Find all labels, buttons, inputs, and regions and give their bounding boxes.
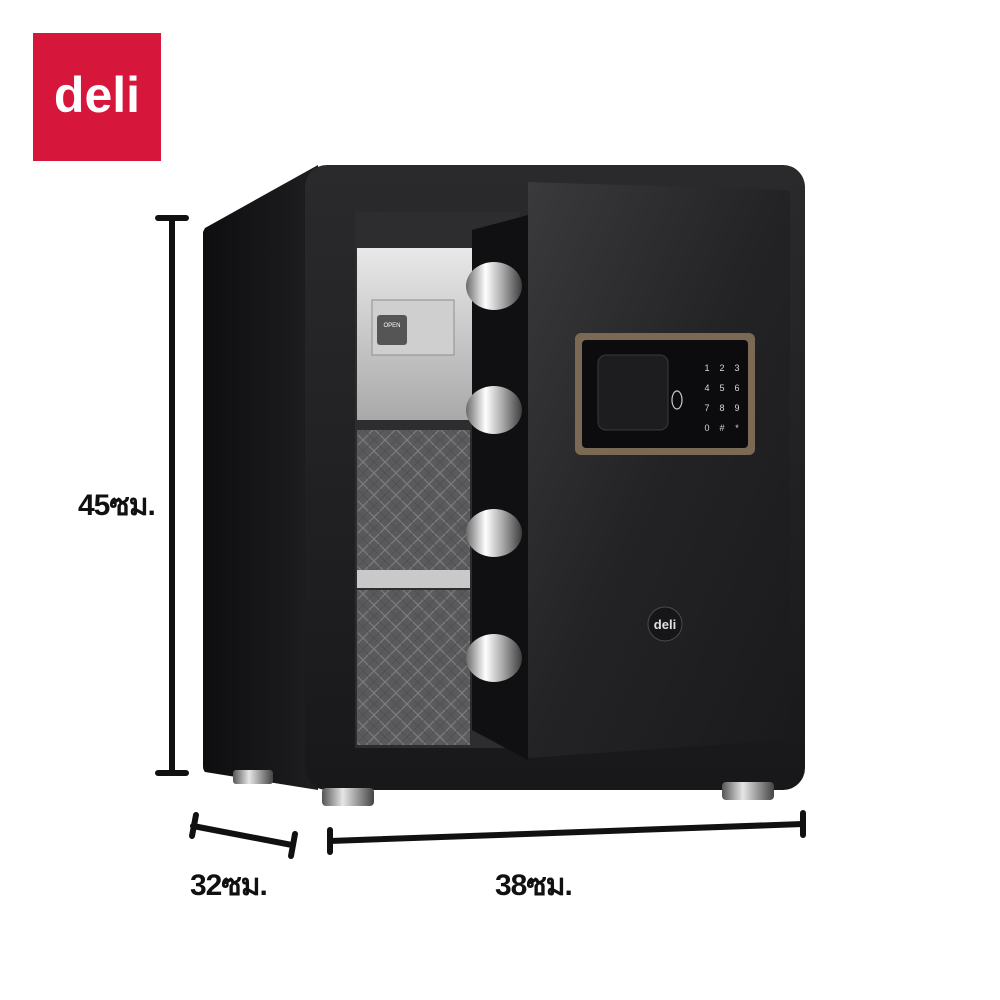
safe-side-panel (203, 165, 318, 790)
door-edge (472, 215, 528, 760)
width-dimension-line (327, 810, 806, 855)
safe-foot (233, 770, 273, 784)
keypad-key[interactable]: 9 (734, 403, 739, 413)
keypad-key[interactable]: 3 (734, 363, 739, 373)
quilted-lining-lower (357, 590, 470, 745)
keypad-panel[interactable] (575, 333, 755, 455)
keypad-key[interactable]: 6 (734, 383, 739, 393)
safe-foot (722, 782, 774, 800)
height-dimension-line (155, 215, 189, 776)
keypad-key[interactable]: 0 (704, 423, 709, 433)
safe-foot (322, 788, 374, 806)
svg-text:deli: deli (54, 67, 140, 123)
fingerprint-reader[interactable] (597, 354, 669, 431)
safe-door[interactable] (528, 182, 790, 758)
depth-dimension-line (189, 812, 298, 859)
keypad-key[interactable]: 1 (704, 363, 709, 373)
door-brand-badge: deli (647, 606, 683, 642)
drawer-lock (377, 315, 407, 345)
keypad-key[interactable]: 2 (719, 363, 724, 373)
height-dimension-label: 45ซม. (78, 489, 156, 522)
keypad-key[interactable]: 7 (704, 403, 709, 413)
keypad-keys[interactable]: 1 2 3 4 5 6 7 8 9 0 # * (704, 363, 739, 433)
interior-shelf (357, 570, 470, 588)
svg-text:deli: deli (654, 617, 676, 632)
keypad-key[interactable]: # (719, 423, 724, 433)
locking-bolts (466, 262, 522, 682)
keypad-key[interactable]: 8 (719, 403, 724, 413)
keypad-key[interactable]: * (735, 423, 739, 433)
deli-logo: deli (33, 33, 161, 161)
quilted-lining-upper (357, 430, 470, 570)
depth-dimension-label: 32ซม. (190, 869, 268, 902)
keypad-key[interactable]: 5 (719, 383, 724, 393)
keypad-key[interactable]: 4 (704, 383, 709, 393)
width-dimension-label: 38ซม. (495, 869, 573, 902)
fingerprint-icon (671, 390, 683, 410)
drawer-open-label: OPEN (383, 323, 400, 329)
